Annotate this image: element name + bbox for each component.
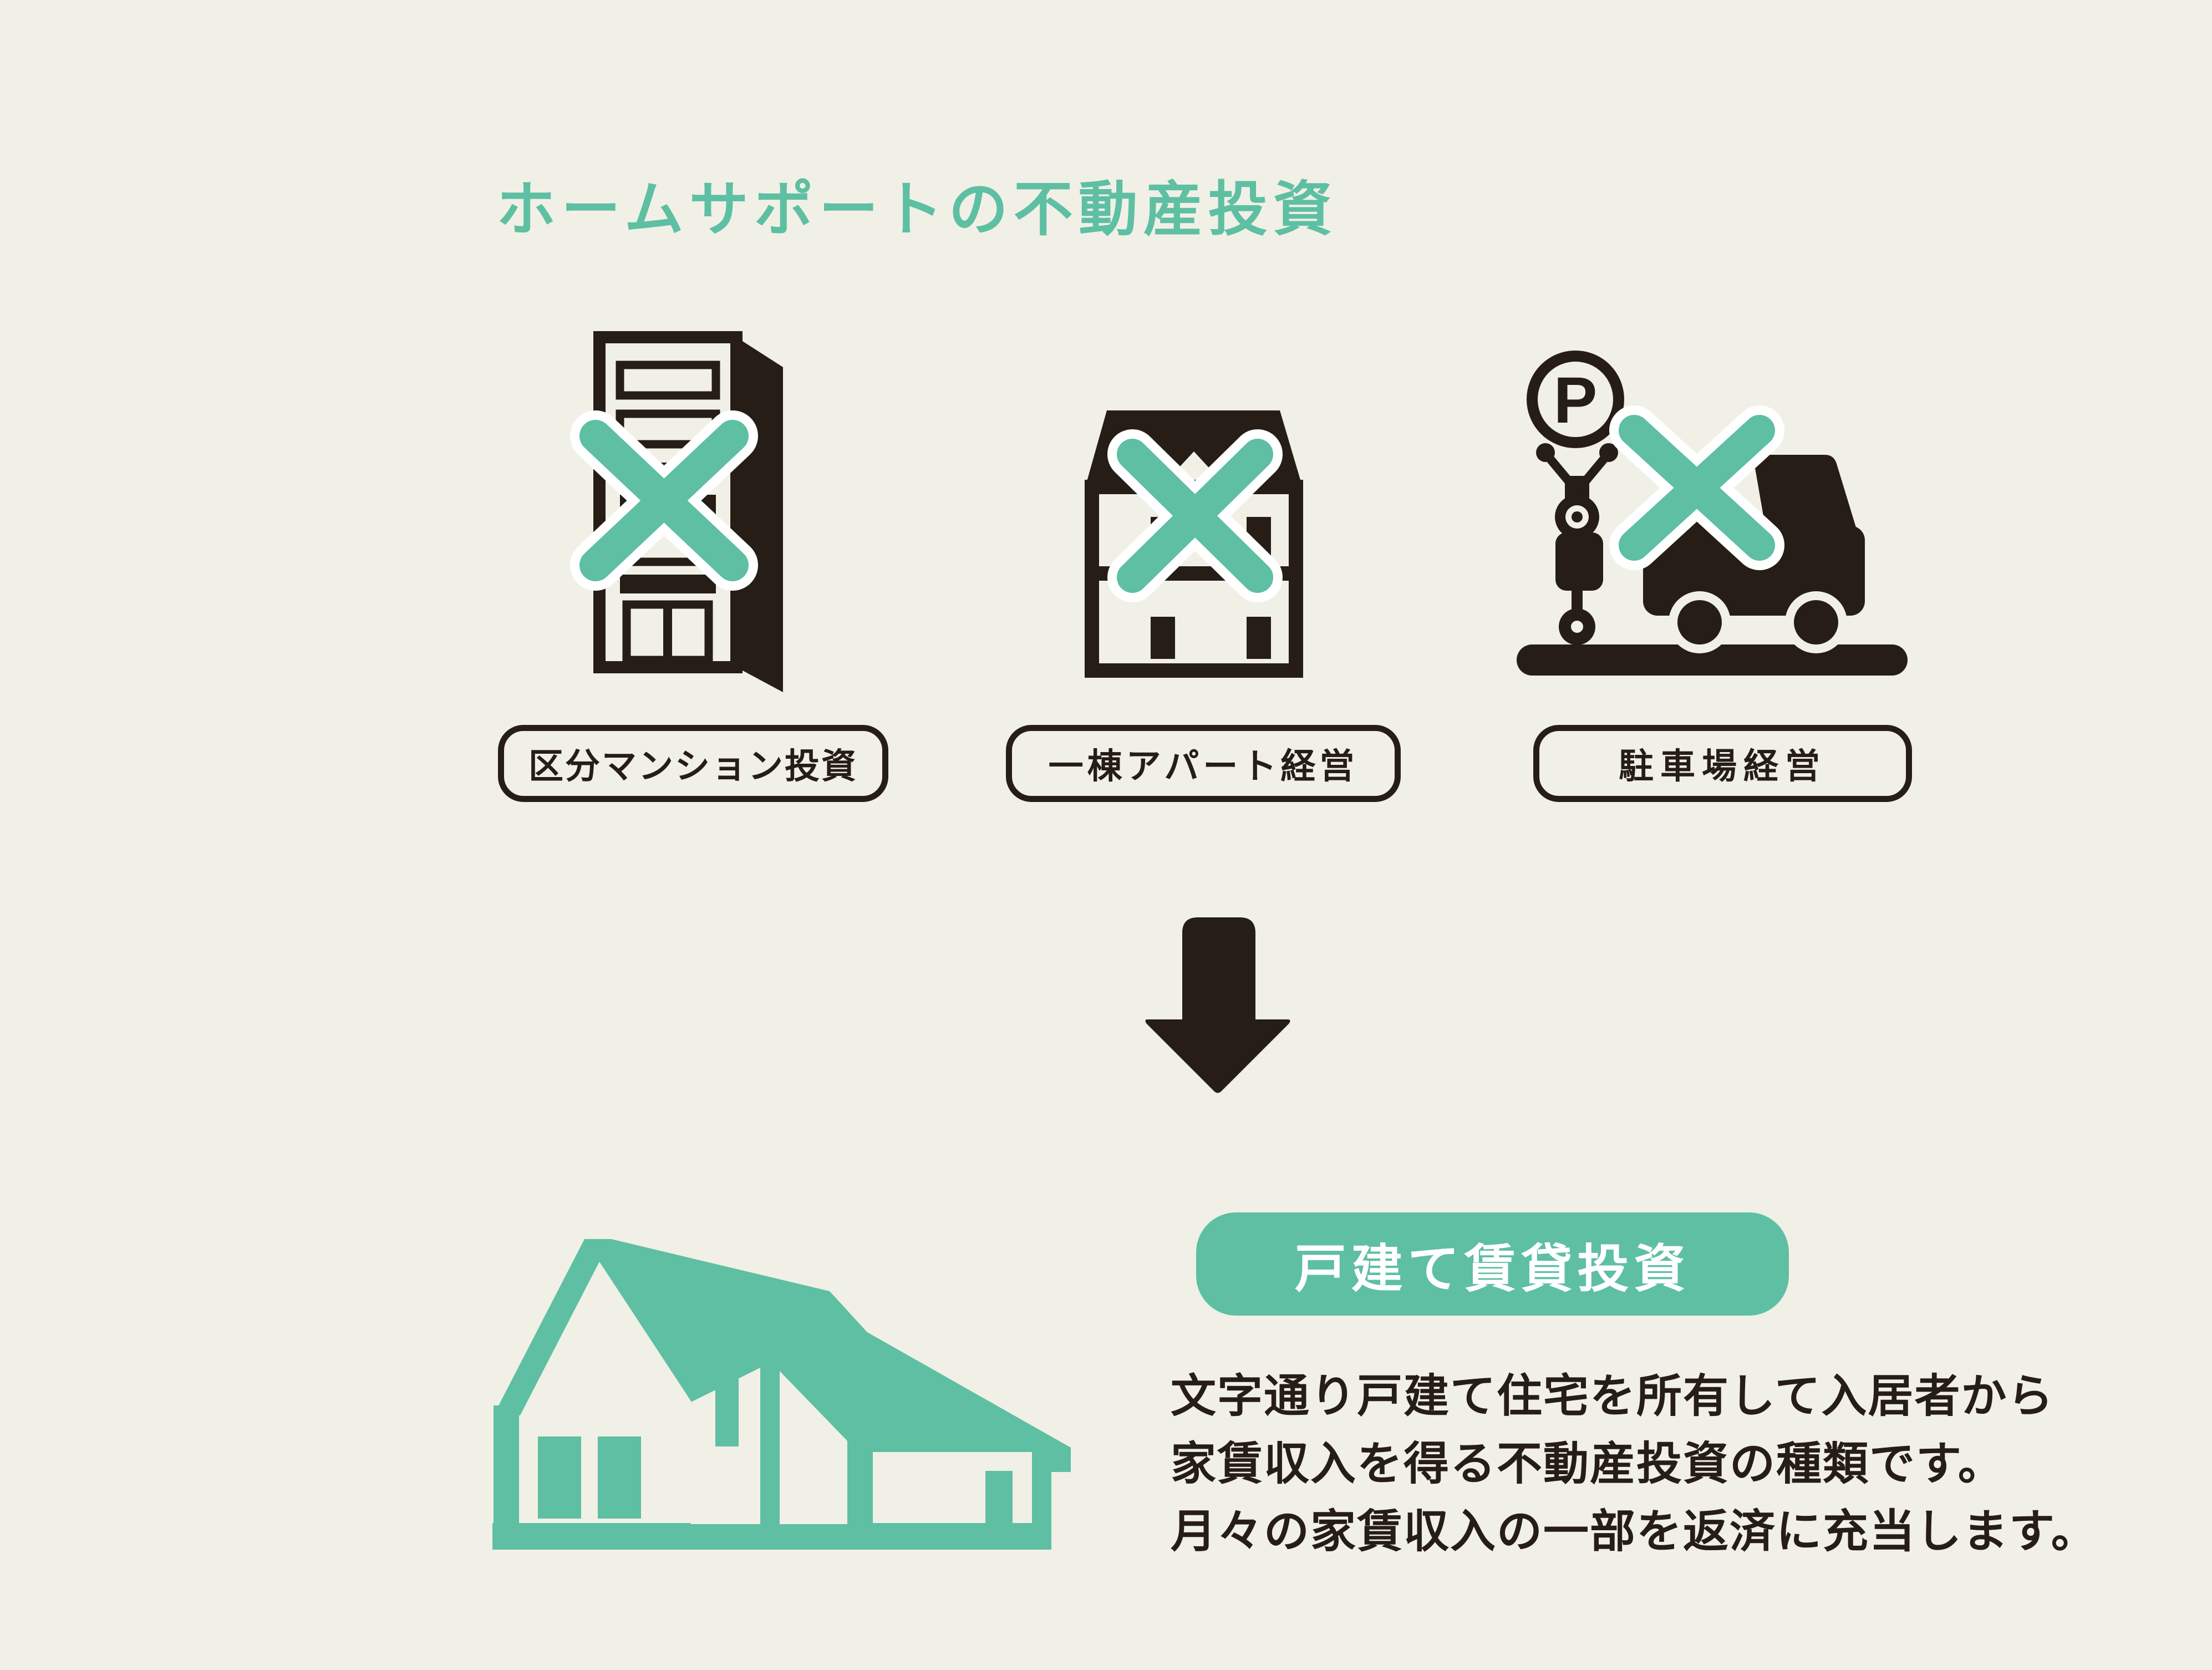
page-title: ホームサポートの不動産投資 (496, 175, 1338, 242)
option-label-parking: 駐車場経営 (1533, 725, 1912, 802)
description-line: 家賃収入を得る不動産投資の種類です。 (1171, 1438, 2005, 1489)
cross-x-icon (570, 410, 758, 591)
cross-x-icon (1107, 429, 1283, 602)
scooter-icon (1536, 443, 1618, 645)
detached-house-icon (492, 1239, 1071, 1550)
description-line: 文字通り戸建て住宅を所有して入居者から (1171, 1370, 2055, 1422)
recommendation-badge: 戸建て賃貸投資 (1196, 1212, 1789, 1316)
option-label-apartment: 一棟アパート経営 (1006, 725, 1401, 802)
parking-sign-letter: P (1554, 364, 1598, 437)
option-label-condo: 区分マンション投資 (498, 725, 888, 802)
recommendation-description: 文字通り戸建て住宅を所有して入居者から 家賃収入を得る不動産投資の種類です。 月… (1171, 1358, 2098, 1561)
cross-x-icon (1609, 405, 1784, 570)
description-line: 月々の家賃収入の一部を返済に充当します。 (1171, 1506, 2098, 1557)
down-arrow-icon (1145, 917, 1290, 1093)
